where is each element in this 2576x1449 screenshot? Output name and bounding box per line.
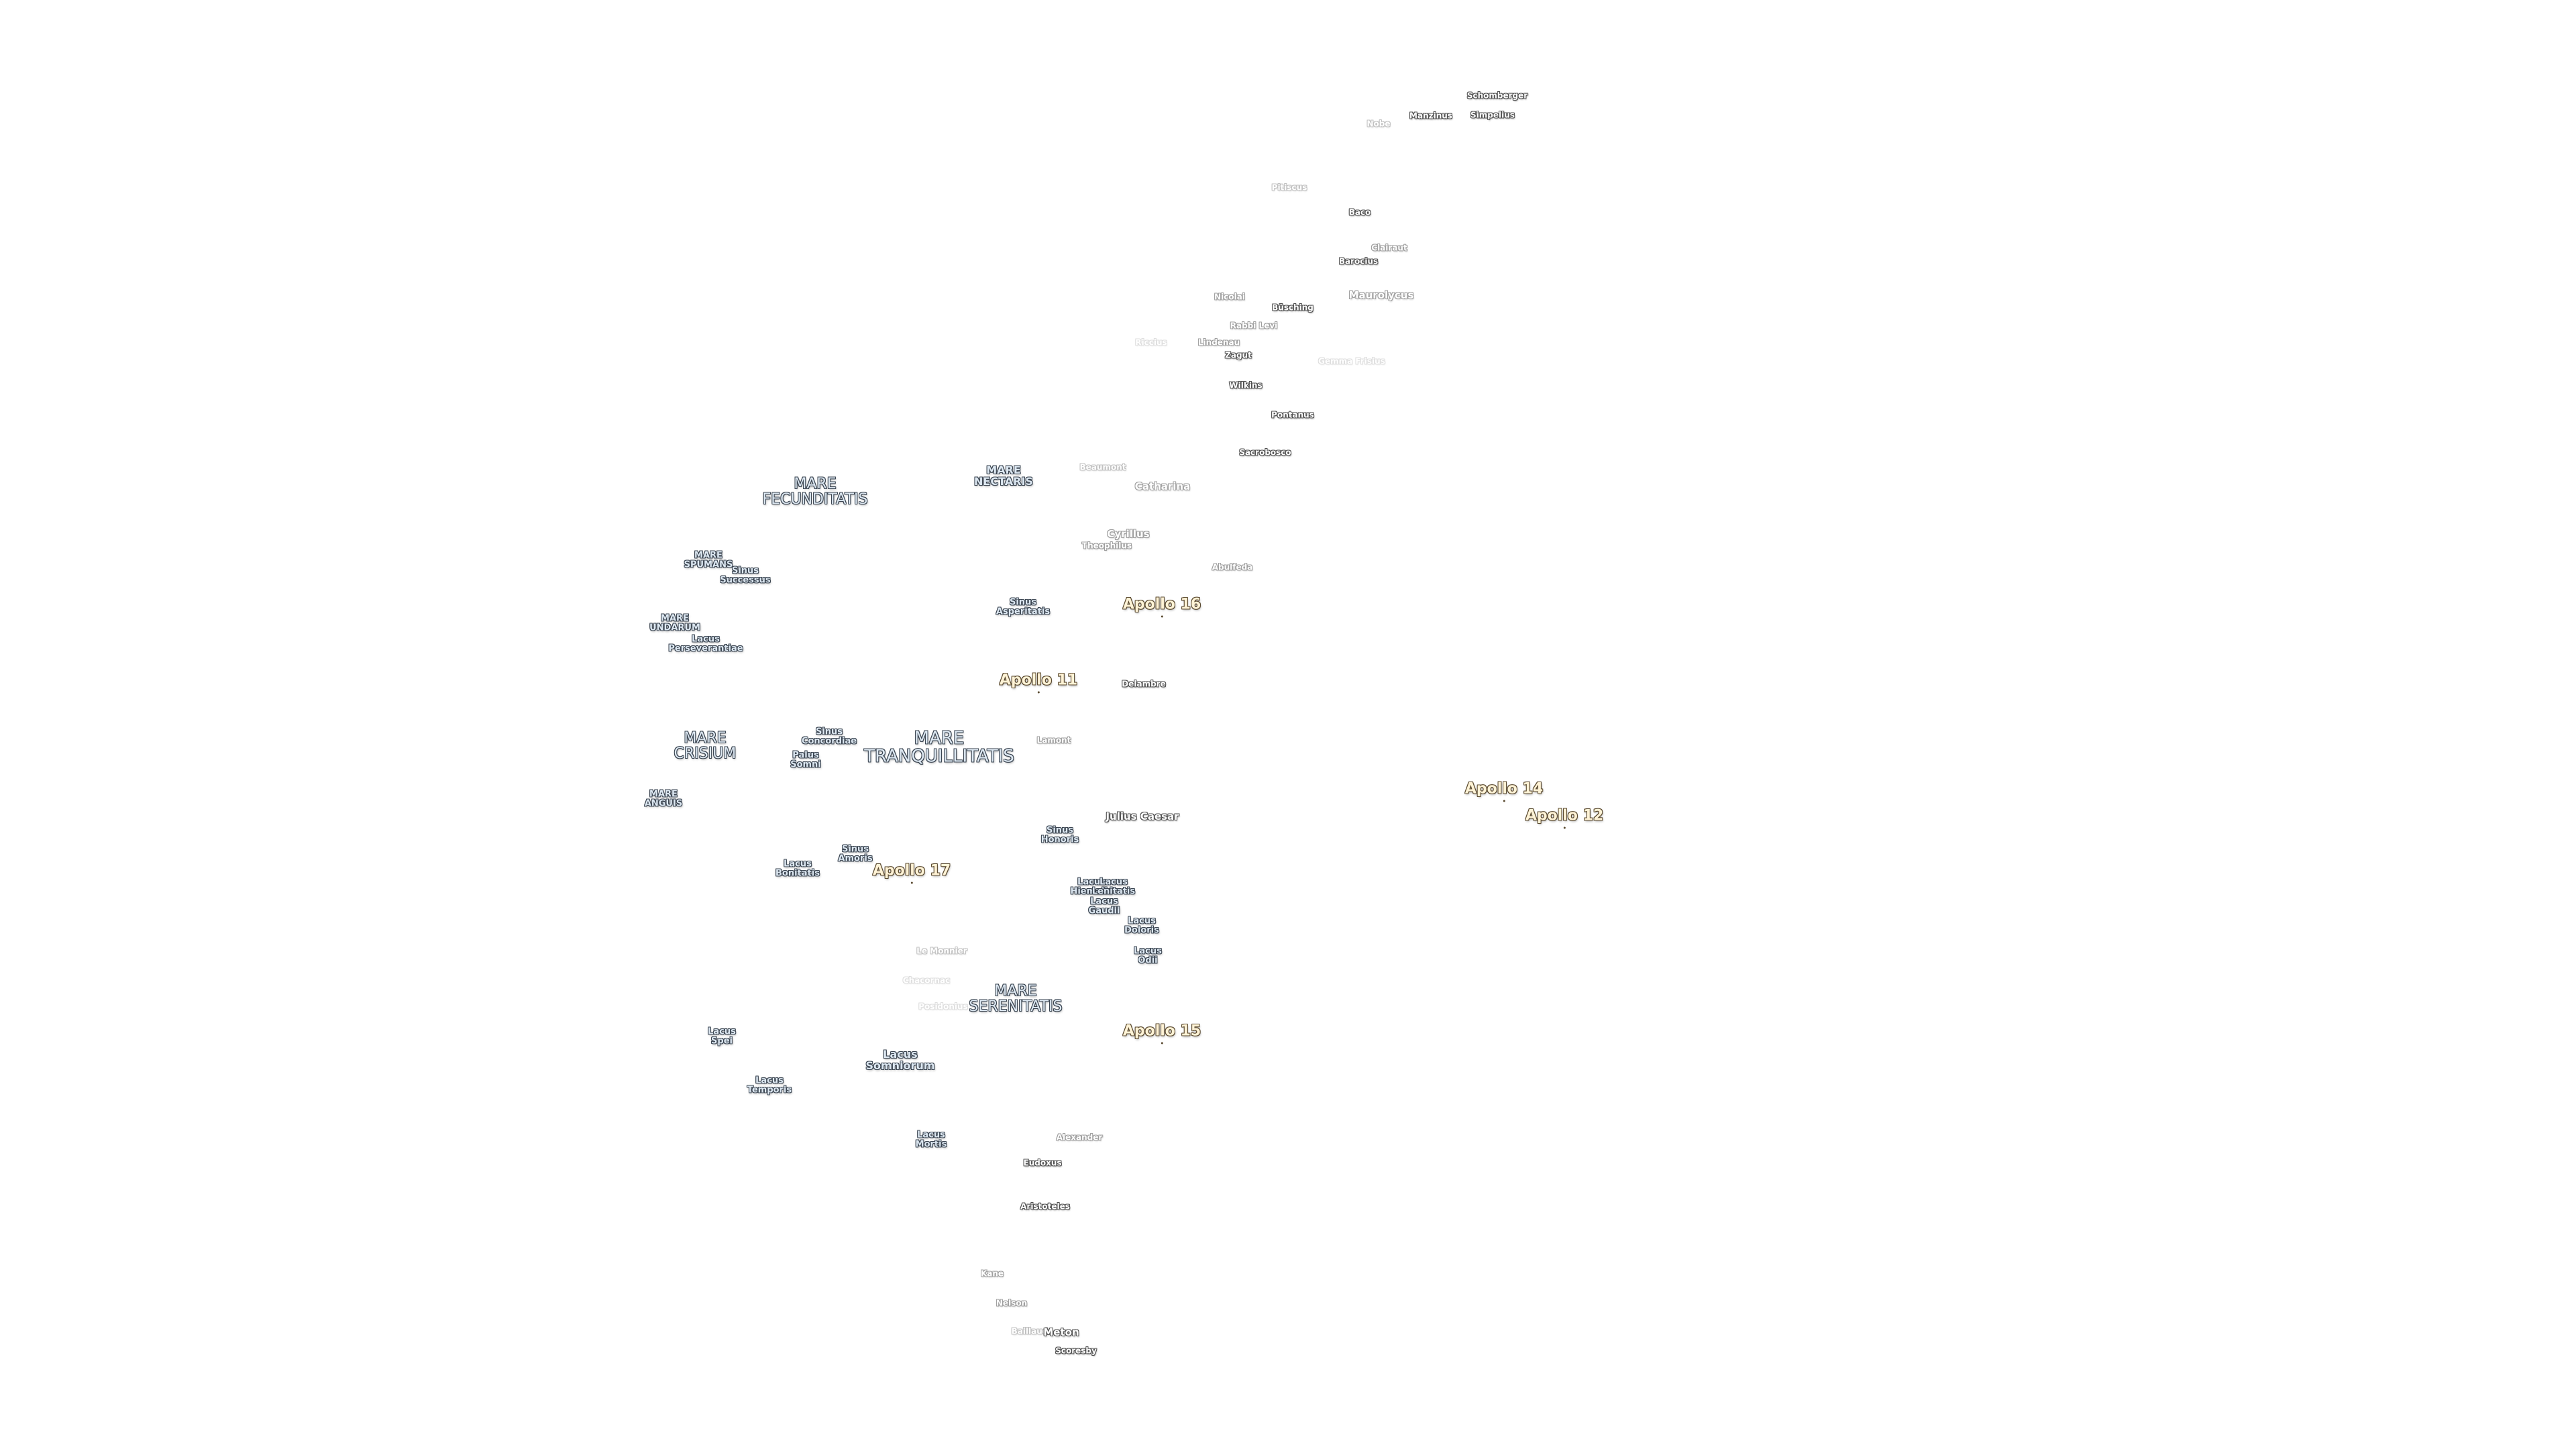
mare-label[interactable]: MARE ANGUIS: [644, 789, 683, 808]
mare-label[interactable]: Lacus Bonitatis: [775, 859, 820, 878]
crater-label[interactable]: Schomberger: [1466, 91, 1528, 101]
mare-label[interactable]: MARE FECUNDITATIS: [762, 475, 868, 508]
crater-label[interactable]: Aristoteles: [1020, 1201, 1070, 1212]
crater-label[interactable]: Büsching: [1272, 303, 1313, 313]
crater-label[interactable]: Nobe: [1366, 119, 1391, 129]
crater-label[interactable]: Lamont: [1036, 735, 1071, 745]
crater-label[interactable]: Theophilus: [1081, 541, 1132, 551]
crater-label[interactable]: Wilkins: [1229, 380, 1263, 390]
mare-label[interactable]: MARE TRANQUILLITATIS: [864, 728, 1014, 767]
crater-label[interactable]: Nicolai: [1214, 292, 1245, 302]
mare-label[interactable]: Lacus Temporis: [747, 1075, 792, 1095]
crater-label[interactable]: Rabbi Levi: [1230, 321, 1278, 331]
mare-label[interactable]: MARE SPUMANS: [684, 550, 733, 570]
crater-label[interactable]: Sacrobosco: [1239, 447, 1291, 458]
crater-label[interactable]: Baco: [1348, 207, 1371, 217]
mare-label[interactable]: MARE UNDARUM: [649, 613, 700, 633]
mare-label[interactable]: Lacus Gaudii: [1088, 896, 1120, 916]
crater-label[interactable]: Posidonius: [918, 1002, 968, 1012]
mare-label[interactable]: MARE CRISIUM: [674, 729, 737, 762]
mare-label[interactable]: Sinus Asperitatis: [996, 597, 1051, 616]
mare-label[interactable]: Lacus Hiemalis: [1070, 877, 1113, 896]
apollo-site-label[interactable]: Apollo 16: [1122, 596, 1201, 618]
crater-label[interactable]: Le Monnier: [916, 946, 967, 956]
crater-label[interactable]: Pitiscus: [1271, 182, 1307, 193]
mare-label[interactable]: MARE NECTARIS: [974, 464, 1033, 488]
crater-label[interactable]: Catharina: [1134, 480, 1191, 493]
crater-label[interactable]: Cyrillus: [1107, 528, 1150, 541]
mare-label[interactable]: Sinus Amoris: [838, 844, 873, 863]
mare-label[interactable]: Lacus Somniorum: [865, 1048, 935, 1072]
mare-label[interactable]: Palus Somni: [790, 750, 821, 769]
crater-label[interactable]: Barocius: [1338, 256, 1379, 266]
crater-label[interactable]: Lindenau: [1197, 337, 1240, 347]
crater-label[interactable]: Clairaut: [1371, 243, 1407, 253]
apollo-site-label[interactable]: Apollo 14: [1464, 780, 1544, 802]
crater-label[interactable]: Delambre: [1122, 679, 1166, 689]
crater-label[interactable]: Pontanus: [1271, 410, 1314, 420]
mare-label[interactable]: Lacus Lenitatis: [1091, 877, 1136, 896]
crater-label[interactable]: Baillaud: [1011, 1326, 1049, 1336]
mare-label[interactable]: Sinus Concordiae: [801, 727, 857, 746]
crater-label[interactable]: Abulfeda: [1212, 562, 1253, 572]
crater-label[interactable]: Nelson: [996, 1298, 1028, 1308]
crater-label[interactable]: Simpelius: [1470, 110, 1515, 120]
apollo-site-label[interactable]: Apollo 15: [1122, 1022, 1201, 1044]
crater-label[interactable]: Maurolycus: [1348, 289, 1414, 302]
crater-label[interactable]: Julius Caesar: [1106, 810, 1179, 823]
crater-label[interactable]: Beaumont: [1079, 462, 1126, 472]
crater-label[interactable]: Alexander: [1056, 1132, 1103, 1142]
crater-label[interactable]: Manzinus: [1409, 111, 1452, 121]
crater-label[interactable]: Kane: [980, 1269, 1004, 1279]
crater-label[interactable]: Gemma Frisius: [1318, 356, 1385, 366]
mare-label[interactable]: Lacus Odii: [1134, 946, 1162, 965]
crater-label[interactable]: Chacornac: [902, 975, 951, 985]
crater-label[interactable]: Scoresby: [1055, 1346, 1097, 1356]
apollo-site-label[interactable]: Apollo 17: [872, 862, 951, 884]
crater-label[interactable]: Zagut: [1225, 350, 1252, 360]
apollo-site-label[interactable]: Apollo 12: [1525, 807, 1604, 829]
crater-label[interactable]: Riccius: [1135, 337, 1167, 347]
mare-label[interactable]: Lacus Spei: [708, 1026, 736, 1046]
mare-label[interactable]: Sinus Successus: [720, 566, 771, 585]
mare-label[interactable]: Sinus Honoris: [1040, 825, 1079, 845]
mare-label[interactable]: Lacus Doloris: [1124, 916, 1159, 935]
apollo-site-label[interactable]: Apollo 11: [999, 672, 1078, 694]
mare-label[interactable]: Lacus Perseverantiae: [668, 634, 743, 653]
crater-label[interactable]: Eudoxus: [1023, 1158, 1062, 1168]
crater-label[interactable]: Meton: [1043, 1326, 1079, 1339]
mare-label[interactable]: Lacus Mortis: [915, 1130, 947, 1149]
mare-label[interactable]: MARE SERENITATIS: [969, 982, 1063, 1015]
